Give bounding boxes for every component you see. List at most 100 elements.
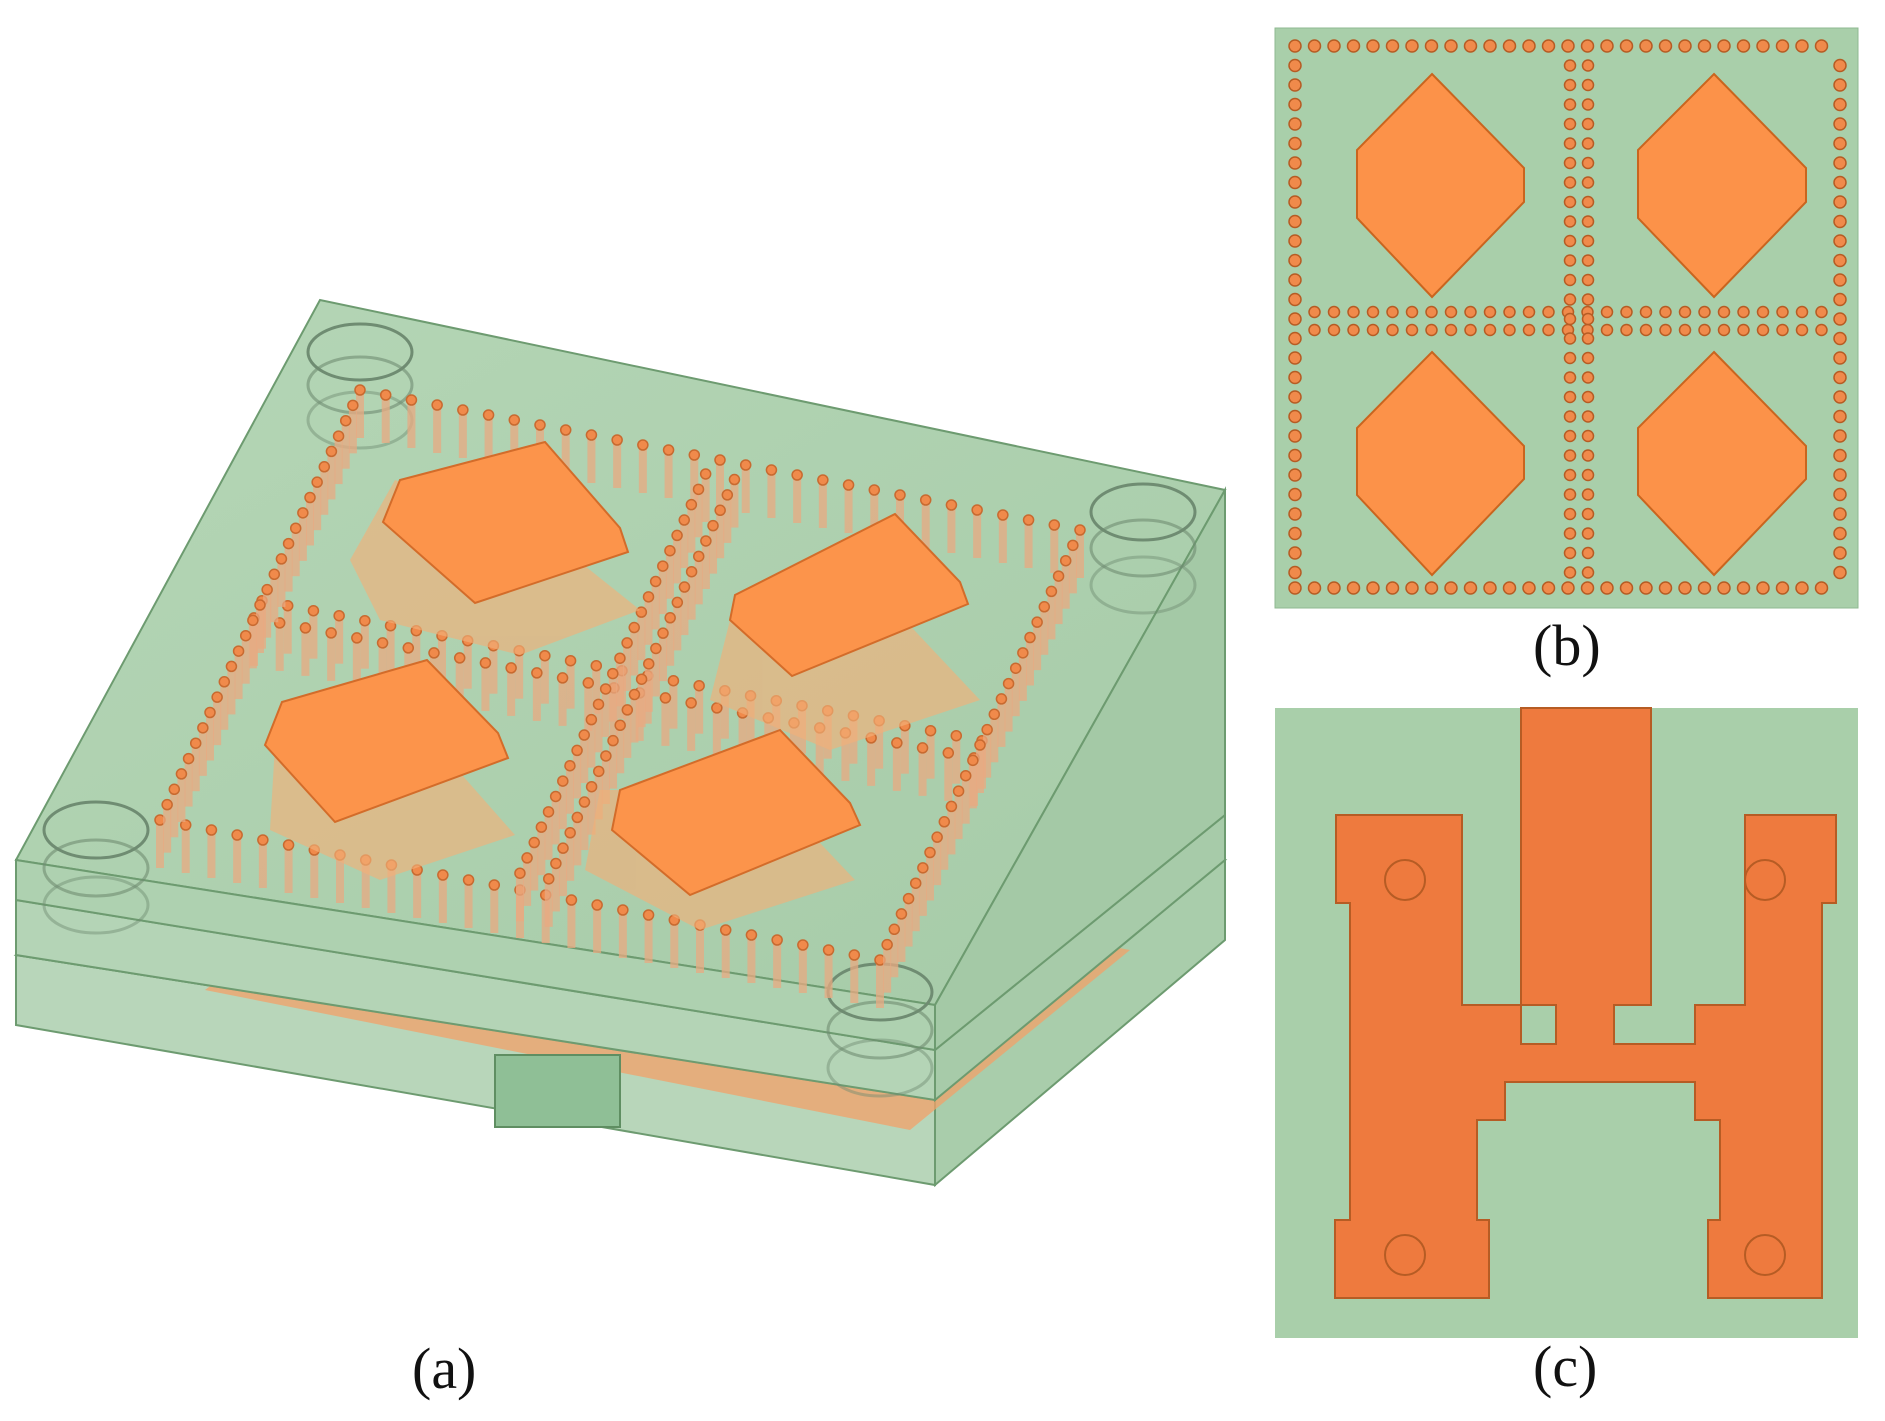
via <box>1833 468 1847 482</box>
via-post <box>258 840 267 888</box>
via <box>1814 581 1829 595</box>
via-post <box>433 405 442 453</box>
via <box>1833 390 1847 404</box>
via-post <box>890 929 899 978</box>
via <box>1288 581 1302 595</box>
via <box>1024 631 1036 644</box>
via <box>611 434 623 446</box>
via <box>268 568 281 581</box>
via-post <box>716 460 724 508</box>
via <box>1346 39 1361 53</box>
via <box>995 693 1008 705</box>
corner-holes <box>42 322 1197 1098</box>
via-post <box>601 688 610 737</box>
via <box>988 708 1001 721</box>
via-post <box>1061 560 1070 609</box>
via <box>664 612 676 624</box>
via-post <box>207 830 216 878</box>
via <box>1795 323 1809 337</box>
via <box>1581 488 1595 501</box>
via-post <box>594 771 603 820</box>
via <box>1022 514 1035 526</box>
via <box>1425 305 1438 319</box>
via-post <box>484 415 493 463</box>
via <box>1833 370 1847 385</box>
via <box>1327 581 1341 595</box>
via <box>1563 546 1577 560</box>
via <box>1581 527 1595 540</box>
via <box>693 679 705 692</box>
via <box>1563 371 1577 384</box>
via <box>1833 331 1847 346</box>
via <box>1052 570 1065 582</box>
via-post <box>883 944 892 993</box>
via <box>557 842 569 854</box>
via-post <box>618 910 627 958</box>
via <box>179 819 192 831</box>
via <box>719 924 732 936</box>
via <box>1503 323 1516 337</box>
via <box>1288 58 1302 73</box>
via-post <box>1047 591 1056 640</box>
via <box>692 550 705 563</box>
via-post <box>227 666 236 715</box>
via <box>1563 234 1577 248</box>
via <box>592 765 605 778</box>
via-post <box>1040 606 1049 655</box>
via <box>1658 39 1673 53</box>
via-post <box>973 510 982 558</box>
via <box>1288 487 1302 502</box>
via <box>1581 449 1595 462</box>
via <box>339 414 352 427</box>
via-post <box>507 667 516 716</box>
via <box>405 394 418 406</box>
via <box>1620 323 1633 337</box>
via-post <box>661 697 670 746</box>
via <box>231 829 243 841</box>
via <box>1386 323 1399 337</box>
via <box>817 474 829 486</box>
via <box>1444 39 1458 53</box>
via-post <box>386 625 395 674</box>
via <box>931 831 943 843</box>
via <box>1815 305 1828 319</box>
via <box>765 464 778 476</box>
via <box>1327 39 1341 53</box>
via <box>1347 323 1360 337</box>
via-post <box>615 658 624 707</box>
via <box>1288 429 1302 443</box>
via <box>1464 323 1477 337</box>
via-post <box>567 900 576 948</box>
via-post <box>544 811 553 860</box>
via-post <box>1004 683 1013 732</box>
via <box>1717 39 1731 53</box>
via <box>868 484 881 496</box>
via-post <box>170 789 179 838</box>
via-post <box>298 512 307 561</box>
via <box>700 535 712 547</box>
via <box>1736 581 1751 595</box>
via <box>462 874 475 886</box>
via <box>556 672 569 684</box>
via <box>1288 409 1302 424</box>
via <box>585 780 598 793</box>
via-post <box>997 698 1006 747</box>
via <box>635 673 648 685</box>
via-post <box>911 883 920 932</box>
via <box>1833 214 1847 229</box>
via-post <box>793 475 802 523</box>
via <box>1756 323 1770 337</box>
via <box>1775 39 1790 53</box>
via <box>1659 323 1672 337</box>
via <box>1833 351 1847 365</box>
via <box>1581 273 1595 287</box>
via <box>585 429 598 441</box>
via-fence-2d <box>1288 39 1847 595</box>
via-post <box>815 727 824 776</box>
via <box>1288 39 1302 53</box>
via-post <box>1018 652 1027 701</box>
via <box>1581 351 1595 365</box>
via <box>707 519 719 532</box>
